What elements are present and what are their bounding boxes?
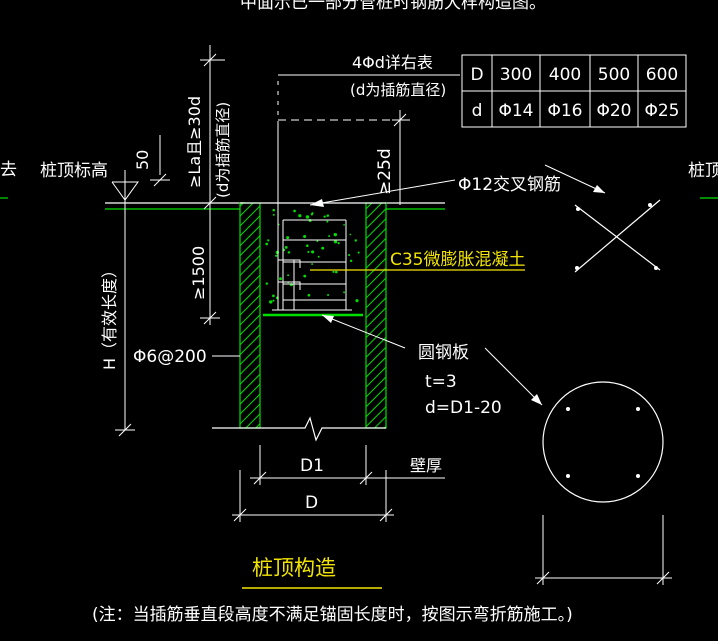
concrete-speckle	[287, 251, 291, 254]
left-dimensions	[111, 45, 225, 437]
concrete-speckle	[323, 215, 326, 218]
construction-note: (注：当插筋垂直段高度不满足锚固长度时，按图示弯折筋施工。)	[92, 605, 573, 625]
pile-wall-left	[239, 202, 261, 429]
wall-thickness-label: 壁厚	[410, 456, 442, 475]
pile-top-elevation-right: 桩顶标	[688, 161, 718, 181]
concrete-speckle	[305, 215, 310, 219]
concrete-fill	[262, 205, 364, 313]
bottom-dimensions	[232, 445, 445, 522]
concrete-speckle	[310, 213, 314, 216]
concrete-speckle	[286, 236, 290, 240]
rebar-4d-label: 4Φd详右表	[352, 53, 433, 72]
concrete-speckle	[333, 240, 338, 244]
table-cell: d	[472, 101, 483, 121]
concrete-speckle	[287, 274, 290, 277]
drawing-title: 桩顶构造	[252, 556, 336, 580]
plate-circle-detail	[542, 381, 664, 503]
plate-thickness: t=3	[425, 372, 457, 392]
concrete-speckle	[307, 250, 310, 253]
concrete-speckle	[316, 240, 319, 242]
concrete-speckle	[265, 242, 268, 246]
d-label: D	[305, 493, 318, 513]
top-cut-text: 中面示已一部分管桩时钢筋大样构造图。	[240, 0, 546, 13]
dim-25d-label: ≥25d	[375, 148, 395, 195]
cross-bar-label: Φ12交叉钢筋	[458, 175, 561, 195]
concrete-speckle	[303, 234, 307, 238]
concrete-speckle	[328, 235, 331, 238]
concrete-speckle	[306, 244, 309, 248]
dim-1500-label: ≥1500	[189, 246, 208, 300]
table-cell: Φ14	[498, 101, 533, 121]
concrete-speckle	[265, 282, 269, 285]
concrete-speckle	[303, 274, 307, 278]
concrete-speckle	[275, 250, 280, 255]
rebar-table: D 300 400 500 600 d Φ14 Φ16 Φ20 Φ25	[461, 54, 687, 128]
la-dimension-label: ≥La且≥30d	[185, 96, 204, 188]
pile-wall-right	[365, 202, 387, 429]
concrete-speckle	[272, 213, 275, 216]
concrete-speckle	[311, 263, 314, 265]
concrete-speckle	[357, 251, 360, 254]
concrete-speckle	[321, 246, 325, 250]
plate-diameter: d=D1-20	[425, 398, 502, 418]
concrete-speckle	[337, 242, 340, 245]
concrete-speckle	[311, 250, 315, 254]
concrete-speckle	[349, 233, 352, 236]
concrete-speckle	[308, 218, 312, 223]
table-cell: Φ20	[596, 101, 631, 121]
concrete-speckle	[348, 254, 351, 257]
stirrup-label: Φ6@200	[133, 347, 207, 367]
rebar-group	[272, 75, 400, 311]
concrete-speckle	[269, 300, 273, 304]
ground-line	[0, 197, 718, 210]
rebar-4d-note: (d为插筋直径)	[350, 81, 446, 99]
table-cell: Φ25	[644, 101, 679, 121]
concrete-speckle	[293, 209, 296, 213]
concrete-speckle	[272, 299, 275, 302]
dim-50-label: 50	[133, 150, 152, 170]
concrete-speckle	[326, 220, 329, 223]
plate-label: 圆钢板	[418, 343, 469, 363]
concrete-speckle	[298, 214, 302, 218]
concrete-speckle	[327, 293, 330, 296]
concrete-speckle	[307, 293, 311, 297]
concrete-speckle	[343, 224, 345, 226]
concrete-speckle	[332, 270, 335, 273]
concrete-label: C35微膨胀混凝土	[390, 250, 526, 270]
concrete-speckle	[275, 254, 278, 257]
concrete-speckle	[349, 259, 353, 262]
table-cell: 300	[500, 65, 532, 85]
concrete-speckle	[333, 233, 337, 237]
concrete-speckle	[272, 294, 275, 298]
pile-top-elevation-label: 桩顶标高	[40, 161, 108, 181]
table-cell: Φ16	[547, 101, 582, 121]
table-cell: 600	[646, 65, 678, 85]
table-cell: 400	[549, 65, 581, 85]
concrete-speckle	[355, 299, 359, 303]
break-line	[212, 416, 386, 442]
concrete-speckle	[326, 214, 330, 217]
la-note-label: (d为插筋直径)	[214, 102, 232, 198]
concrete-speckle	[279, 277, 282, 281]
cross-bar-detail	[574, 199, 661, 273]
effective-length-label: H（有效长度）	[100, 262, 119, 370]
concrete-speckle	[272, 208, 275, 212]
d1-label: D1	[300, 456, 324, 476]
concrete-speckle	[334, 270, 338, 274]
concrete-speckle	[343, 291, 346, 294]
left-edge-char: 去	[0, 160, 17, 180]
concrete-speckle	[284, 245, 288, 249]
concrete-speckle	[354, 239, 357, 242]
table-cell: D	[470, 65, 483, 85]
concrete-speckle	[317, 255, 320, 258]
concrete-speckle	[267, 239, 270, 242]
table-cell: 500	[598, 65, 630, 85]
